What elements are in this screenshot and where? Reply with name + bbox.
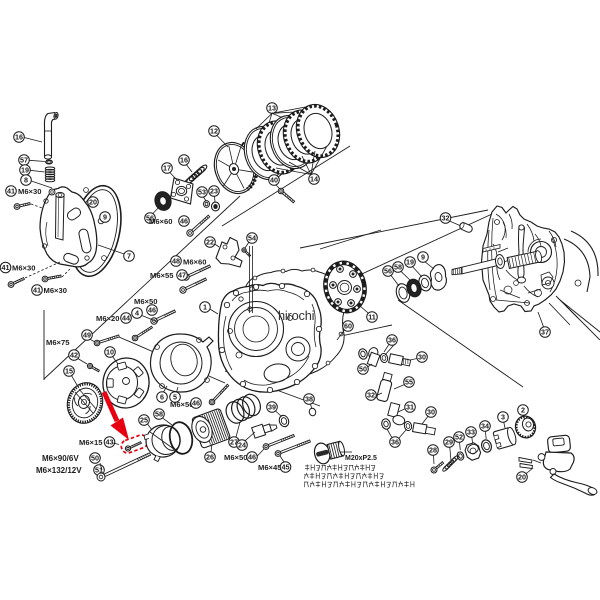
svg-text:M6×30: M6×30 [18, 187, 41, 196]
svg-text:25: 25 [140, 416, 148, 425]
svg-text:46: 46 [180, 217, 188, 226]
svg-text:M6×50: M6×50 [170, 400, 193, 409]
svg-text:55: 55 [405, 378, 413, 387]
svg-text:28: 28 [429, 446, 437, 455]
svg-text:43: 43 [106, 438, 114, 447]
svg-text:47: 47 [178, 271, 186, 280]
svg-text:46: 46 [148, 306, 156, 315]
svg-text:33: 33 [467, 428, 475, 437]
svg-text:46: 46 [248, 453, 256, 462]
svg-text:57: 57 [20, 156, 28, 165]
svg-text:9: 9 [421, 253, 425, 262]
svg-text:41: 41 [33, 286, 41, 295]
svg-text:37: 37 [541, 328, 549, 337]
svg-text:44: 44 [122, 314, 130, 323]
svg-text:49: 49 [83, 331, 91, 340]
svg-text:30: 30 [427, 408, 435, 417]
svg-text:60: 60 [344, 322, 352, 331]
svg-text:41: 41 [2, 263, 10, 272]
svg-text:24: 24 [238, 441, 246, 450]
svg-text:53: 53 [198, 188, 206, 197]
svg-text:29: 29 [445, 438, 453, 447]
svg-text:19: 19 [21, 166, 29, 175]
svg-text:M6×50: M6×50 [224, 453, 247, 462]
svg-text:15: 15 [65, 367, 73, 376]
svg-text:M6×50: M6×50 [134, 297, 157, 306]
svg-text:58: 58 [155, 410, 163, 419]
svg-text:M6×55: M6×55 [150, 271, 174, 280]
svg-text:4: 4 [135, 309, 139, 318]
svg-text:52: 52 [455, 433, 463, 442]
svg-text:16: 16 [180, 156, 188, 165]
svg-text:38: 38 [305, 395, 313, 404]
svg-text:7: 7 [127, 252, 131, 261]
svg-text:9: 9 [103, 213, 107, 222]
svg-text:M6×132/12V: M6×132/12V [36, 466, 82, 475]
svg-text:46: 46 [192, 399, 200, 408]
svg-text:M6×20: M6×20 [96, 314, 119, 323]
svg-text:51: 51 [95, 466, 103, 475]
svg-text:11: 11 [368, 313, 376, 322]
svg-text:58: 58 [394, 263, 402, 272]
svg-text:17: 17 [163, 164, 171, 173]
svg-text:36: 36 [391, 438, 399, 447]
svg-text:2: 2 [521, 406, 525, 415]
svg-text:M6×60: M6×60 [183, 258, 206, 267]
svg-text:13: 13 [268, 104, 276, 113]
svg-text:50: 50 [91, 454, 99, 463]
svg-text:M6×15: M6×15 [79, 438, 103, 447]
svg-text:32: 32 [367, 391, 375, 400]
svg-text:40: 40 [270, 176, 278, 185]
svg-text:hirochi: hirochi [278, 308, 314, 323]
svg-text:M6×45: M6×45 [258, 463, 282, 472]
svg-text:41: 41 [7, 187, 15, 196]
svg-text:6: 6 [160, 393, 164, 402]
svg-text:27: 27 [230, 438, 238, 447]
svg-text:50: 50 [359, 365, 367, 374]
svg-text:M20xP2.5: M20xP2.5 [345, 455, 377, 462]
svg-text:48: 48 [172, 257, 180, 266]
svg-text:20: 20 [89, 198, 97, 207]
svg-text:31: 31 [406, 403, 414, 412]
svg-text:8: 8 [24, 176, 28, 185]
svg-text:36: 36 [388, 336, 396, 345]
svg-text:10: 10 [106, 348, 114, 357]
svg-text:5: 5 [173, 393, 177, 402]
svg-text:23: 23 [210, 187, 218, 196]
svg-text:1: 1 [203, 303, 207, 312]
svg-text:14: 14 [310, 175, 318, 184]
svg-text:56: 56 [384, 267, 392, 276]
svg-text:34: 34 [481, 422, 489, 431]
svg-text:M6×60: M6×60 [149, 217, 172, 226]
svg-text:26: 26 [206, 453, 214, 462]
svg-text:M6×75: M6×75 [46, 338, 70, 347]
svg-text:3: 3 [501, 413, 505, 422]
svg-text:12: 12 [210, 127, 218, 136]
svg-text:22: 22 [206, 238, 214, 247]
svg-text:M6×30: M6×30 [12, 264, 35, 273]
svg-text:30: 30 [418, 353, 426, 362]
svg-text:19: 19 [406, 258, 414, 267]
svg-text:M6×90/6V: M6×90/6V [42, 454, 79, 463]
svg-text:16: 16 [15, 133, 23, 142]
svg-text:56: 56 [146, 214, 154, 223]
svg-text:54: 54 [248, 234, 256, 243]
svg-text:32: 32 [442, 214, 450, 223]
svg-text:20: 20 [518, 473, 526, 482]
svg-text:39: 39 [268, 403, 276, 412]
svg-text:M6×30: M6×30 [44, 286, 67, 295]
svg-text:45: 45 [282, 463, 290, 472]
svg-text:42: 42 [70, 351, 78, 360]
